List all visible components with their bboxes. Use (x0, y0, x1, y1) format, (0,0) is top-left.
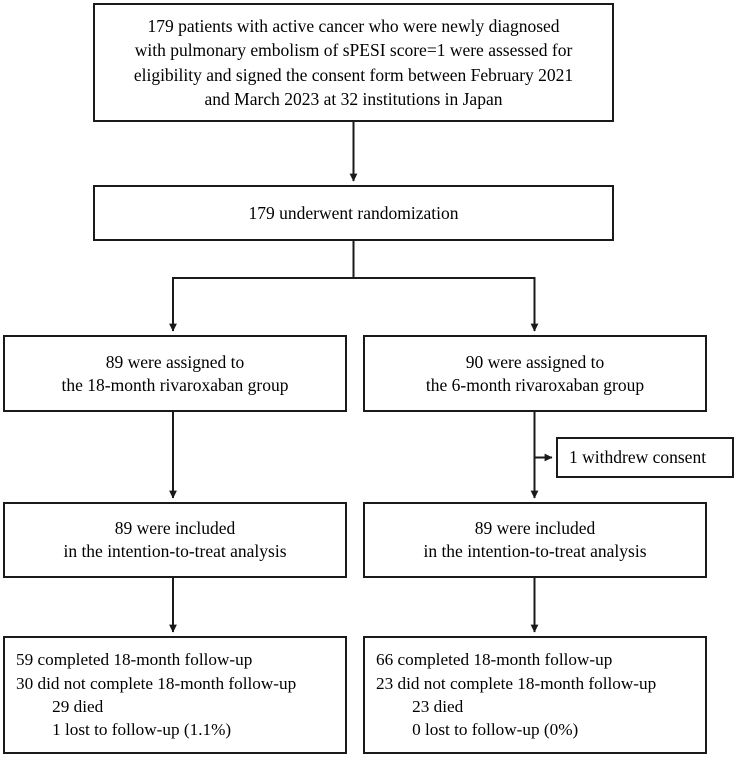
outcome-left-line-1: 59 completed 18-month follow-up (16, 650, 253, 670)
follow-up-outcomes-left-box: 59 completed 18-month follow-up 30 did n… (3, 636, 347, 754)
assigned-6-month-group-box: 90 were assigned to the 6-month rivaroxa… (363, 335, 707, 412)
outcome-left-line-3: 29 died (52, 697, 104, 716)
connector-randomization-split (169, 241, 539, 332)
withdrew-consent-box: 1 withdrew consent (556, 437, 734, 478)
outcome-right-line-4: 0 lost to follow-up (0%) (412, 720, 579, 740)
outcome-left-line-4: 1 lost to follow-up (1.1%) (52, 720, 232, 740)
assign-left-line-2: the 18-month rivaroxaban group (61, 374, 289, 395)
itt-analysis-left-box: 89 were included in the intention-to-tre… (3, 502, 347, 578)
enrollment-line-1: 179 patients with active cancer who were… (147, 16, 560, 37)
itt-right-line-2: in the intention-to-treat analysis (423, 541, 647, 561)
itt-right-line-1: 89 were included (474, 518, 596, 539)
itt-left-line-2: in the intention-to-treat analysis (63, 541, 287, 561)
enrollment-line-4: and March 2023 at 32 institutions in Jap… (204, 88, 503, 109)
itt-left-line-1: 89 were included (114, 518, 236, 539)
itt-analysis-right-box: 89 were included in the intention-to-tre… (363, 502, 707, 578)
enrollment-box: 179 patients with active cancer who were… (93, 3, 614, 122)
follow-up-outcomes-right-box: 66 completed 18-month follow-up 23 did n… (363, 636, 707, 754)
enrollment-line-3: eligibility and signed the consent form … (133, 64, 574, 85)
enrollment-line-2: with pulmonary embolism of sPESI score=1… (134, 40, 573, 61)
assign-right-line-1: 90 were assigned to (465, 351, 605, 372)
withdrew-line-1: 1 withdrew consent (569, 447, 707, 468)
assign-right-line-2: the 6-month rivaroxaban group (425, 374, 645, 395)
assigned-18-month-group-box: 89 were assigned to the 18-month rivarox… (3, 335, 347, 412)
outcome-right-line-1: 66 completed 18-month follow-up (376, 650, 613, 670)
outcome-right-line-2: 23 did not complete 18-month follow-up (376, 673, 657, 693)
outcome-left-line-2: 30 did not complete 18-month follow-up (16, 673, 297, 693)
assign-left-line-1: 89 were assigned to (105, 351, 245, 372)
outcome-right-line-3: 23 died (412, 697, 464, 716)
randomization-box: 179 underwent randomization (93, 185, 614, 241)
randomization-line-1: 179 underwent randomization (248, 202, 459, 223)
